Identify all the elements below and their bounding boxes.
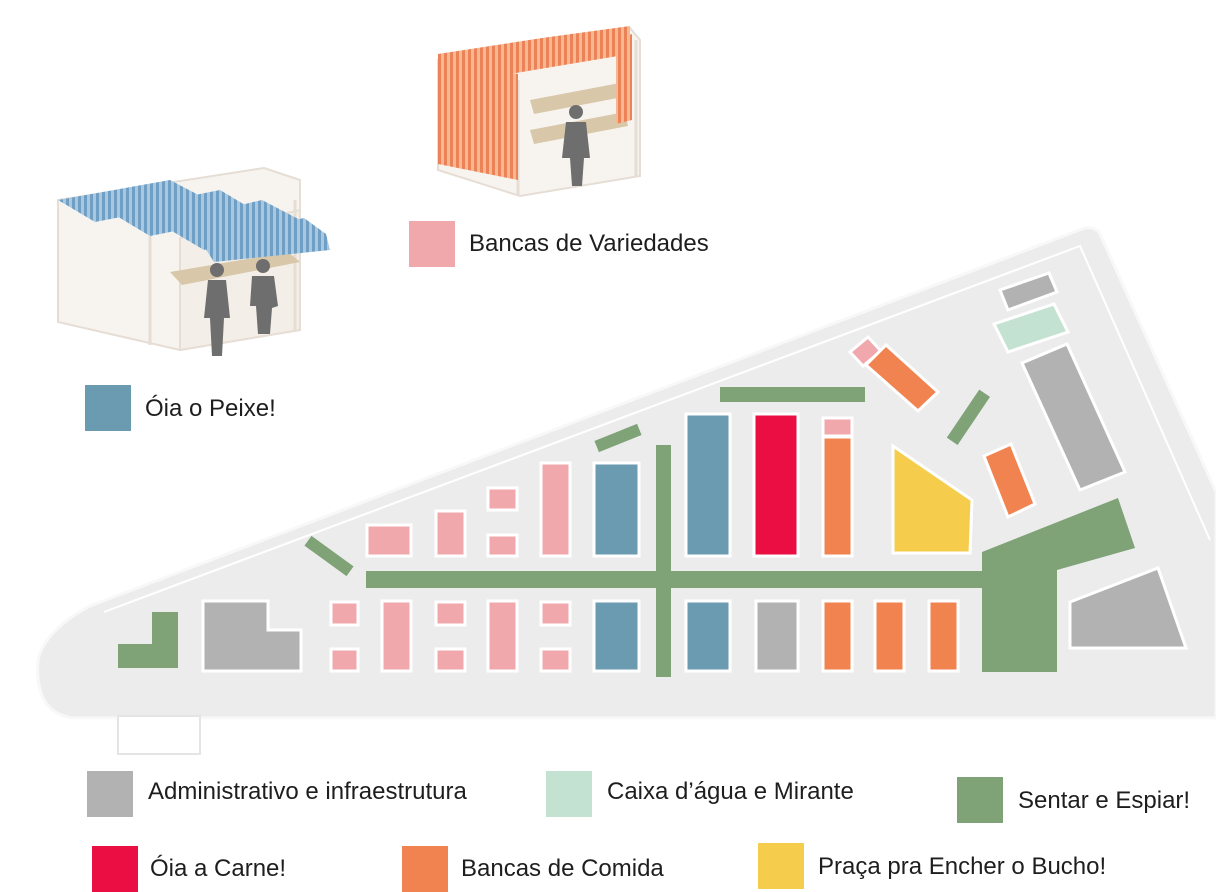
variety-stall bbox=[486, 533, 519, 558]
entrance-block bbox=[117, 715, 201, 755]
green-bench-2 bbox=[594, 423, 642, 453]
green-plaza bbox=[982, 498, 1135, 672]
legend-label-administrativo: Administrativo e infraestrutura bbox=[148, 780, 467, 804]
fish-stall-awning-2 bbox=[110, 190, 260, 236]
admin-block-center bbox=[754, 599, 800, 673]
variety-stall bbox=[486, 599, 519, 673]
legend-label-sentar: Sentar e Espiar! bbox=[1018, 787, 1191, 814]
fish-stall-awning-3 bbox=[160, 200, 304, 250]
fish-stall-illustration bbox=[57, 166, 330, 356]
legend-swatch-variedades bbox=[409, 221, 455, 267]
water-tower-block bbox=[991, 302, 1071, 354]
person-head bbox=[210, 263, 224, 277]
legend-label-comida: Bancas de Comida bbox=[461, 855, 664, 882]
variety-stall bbox=[539, 461, 572, 558]
variety-stall bbox=[539, 647, 572, 673]
green-l-bench bbox=[118, 612, 178, 668]
green-bench-1 bbox=[304, 535, 354, 577]
legend-label-caixa-suffix: e Mirante bbox=[753, 778, 854, 805]
variety-stall bbox=[365, 523, 413, 558]
legend-swatch-praca bbox=[758, 843, 804, 889]
person-body bbox=[204, 280, 230, 356]
fish-stalls bbox=[592, 412, 732, 673]
legend-label-praca: Praça pra Encher o Bucho! bbox=[818, 853, 1107, 880]
food-plaza bbox=[891, 443, 974, 555]
admin-buildings bbox=[201, 271, 1189, 673]
legend-swatch-peixe bbox=[85, 385, 131, 431]
admin-block-left bbox=[201, 599, 303, 673]
legend-swatch-caixa bbox=[546, 771, 592, 817]
variety-stall bbox=[434, 509, 467, 558]
person-body bbox=[562, 122, 590, 186]
food-stall bbox=[982, 441, 1037, 520]
legend-swatch-sentar bbox=[957, 777, 1003, 823]
person-head bbox=[569, 105, 583, 119]
fish-stall-awning-1 bbox=[58, 180, 208, 222]
variety-stall bbox=[821, 416, 854, 438]
meat-stall bbox=[752, 412, 800, 558]
variety-stall-curtain bbox=[438, 64, 518, 180]
legend-label-carne: Óia a Carne! bbox=[150, 855, 287, 882]
food-stall bbox=[821, 435, 854, 558]
variety-stall-illustration bbox=[437, 26, 641, 198]
legend-label-caixa-main: Caixa d’água bbox=[607, 778, 748, 805]
seating-areas bbox=[118, 387, 1135, 677]
food-stall bbox=[873, 599, 906, 673]
green-bench-3 bbox=[946, 389, 991, 445]
fish-stall-awning-flap bbox=[200, 218, 330, 262]
legend-swatch-comida bbox=[402, 846, 448, 892]
variety-stall bbox=[329, 600, 360, 627]
variety-stall bbox=[434, 647, 467, 673]
food-stall bbox=[863, 342, 941, 414]
green-top-bar bbox=[720, 387, 865, 402]
legend-label-variedades: Bancas de Variedades bbox=[469, 230, 709, 257]
site-inner-edge bbox=[103, 244, 1211, 613]
fish-stall bbox=[684, 412, 732, 558]
food-stall bbox=[927, 599, 960, 673]
fish-stall bbox=[684, 599, 732, 673]
green-main-axis bbox=[366, 571, 988, 588]
variety-stalls bbox=[329, 334, 884, 673]
admin-block-east-long bbox=[1019, 342, 1128, 492]
legend-label-caixa: Caixa d’água e Mirante bbox=[607, 780, 854, 804]
variety-stall-shelf bbox=[530, 82, 628, 114]
legend-swatch-administrativo bbox=[87, 771, 133, 817]
food-stalls bbox=[821, 342, 1037, 673]
variety-stall bbox=[486, 486, 519, 512]
fish-stall bbox=[592, 461, 641, 558]
legend-label-administrativo-suffix: e infraestrutura bbox=[305, 778, 467, 805]
person-body bbox=[250, 276, 278, 334]
site-plan bbox=[36, 226, 1216, 755]
fish-stall-counter bbox=[170, 252, 300, 285]
admin-block-southeast bbox=[1068, 566, 1189, 650]
person-head bbox=[256, 259, 270, 273]
legend-label-peixe: Óia o Peixe! bbox=[145, 395, 276, 422]
variety-stall-person bbox=[562, 105, 590, 186]
admin-block-east-small bbox=[998, 271, 1059, 312]
variety-stall bbox=[539, 600, 572, 627]
variety-stall bbox=[434, 600, 467, 627]
fish-stall-people bbox=[204, 259, 278, 356]
fish-stall bbox=[592, 599, 641, 673]
variety-stall bbox=[329, 647, 360, 673]
variety-stall-curtain-right bbox=[616, 34, 632, 124]
legend-label-administrativo-main: Administrativo bbox=[148, 778, 299, 805]
variety-stall bbox=[380, 599, 413, 673]
food-stall bbox=[821, 599, 854, 673]
legend-swatch-carne bbox=[92, 846, 138, 892]
green-vertical-axis bbox=[656, 445, 671, 677]
